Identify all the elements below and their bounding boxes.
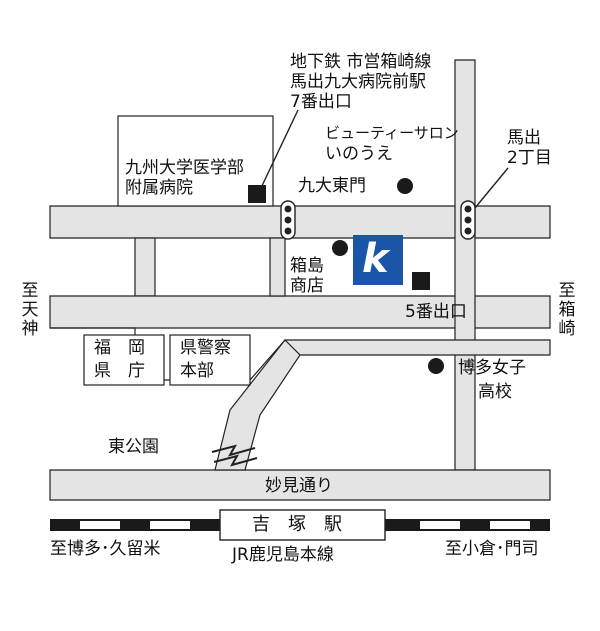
- station-box: [219, 509, 386, 541]
- park-label: 東公園: [108, 437, 159, 457]
- to-tenjin-label: 至天神: [21, 281, 39, 339]
- main-road: [49, 205, 551, 239]
- hakoshima-label-1: 箱島: [290, 256, 324, 276]
- prefecture-label-2: 県 庁: [94, 361, 145, 381]
- road-lower: [284, 339, 551, 356]
- road-right-v: [454, 59, 476, 471]
- hospital-label-1: 九州大学医学部: [125, 158, 244, 178]
- police-label-1: 県警察: [180, 338, 231, 358]
- umade-label-2: 2丁目: [507, 148, 552, 168]
- exit-7-marker: [248, 185, 266, 203]
- salon-label-1: ビューティーサロン: [325, 124, 459, 142]
- ik-logo-letter: k: [362, 236, 389, 282]
- school-dot: [428, 358, 444, 374]
- road-left-v: [134, 237, 156, 297]
- hakoshima-label-2: 商店: [290, 276, 324, 296]
- school-label-2: 高校: [478, 382, 512, 402]
- hakoshima-dot: [332, 240, 348, 256]
- jr-line-label: JR鹿児島本線: [232, 545, 334, 565]
- subway-station-label: 馬出九大病院前駅: [290, 72, 426, 92]
- station-label: 吉 塚 駅: [252, 514, 342, 535]
- hospital-block: [117, 115, 274, 207]
- gate-label: 九大東門: [298, 176, 366, 196]
- school-label-1: 博多女子: [458, 358, 526, 378]
- traffic-signal-left-icon: [280, 200, 296, 240]
- police-label-2: 本部: [180, 361, 214, 381]
- road-second: [49, 295, 551, 329]
- to-kokura-label: 至小倉･門司: [445, 539, 539, 559]
- road-diagonal: [214, 339, 301, 471]
- exit5-label: 5番出口: [405, 302, 467, 322]
- road-mid-v: [269, 237, 286, 297]
- police-box: [169, 334, 251, 386]
- salon-label-2: いのうえ: [325, 144, 393, 164]
- road-break: [211, 444, 256, 457]
- subway-exit7-label: 7番出口: [290, 92, 352, 112]
- exit-5-marker: [412, 272, 430, 290]
- to-hakozaki-label: 至箱崎: [558, 281, 576, 339]
- prefecture-label-1: 福 岡: [94, 338, 145, 358]
- road-myoken-label: 妙見通り: [265, 476, 333, 496]
- hospital-label-2: 附属病院: [125, 178, 193, 198]
- subway-line-label: 地下鉄 市営箱崎線: [290, 52, 432, 72]
- prefecture-box: [83, 334, 165, 386]
- road-myoken: [49, 469, 551, 501]
- traffic-signal-right-icon: [460, 200, 476, 240]
- to-hakata-label: 至博多･久留米: [50, 539, 161, 559]
- salon-dot: [397, 178, 413, 194]
- umade-label-1: 馬出: [507, 128, 541, 148]
- ik-logo-icon: [353, 235, 403, 285]
